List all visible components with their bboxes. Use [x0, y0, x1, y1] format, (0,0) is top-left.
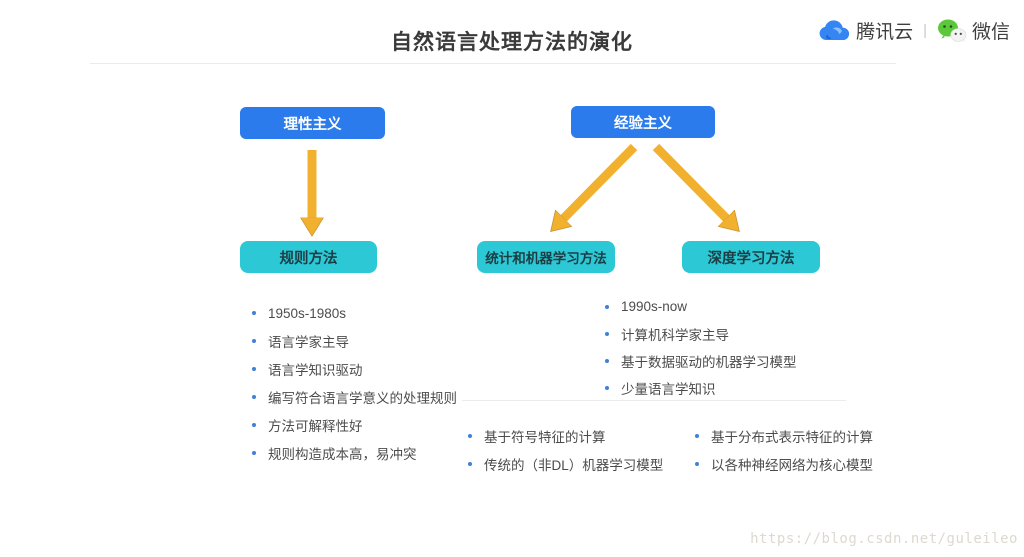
list-item-text: 基于符号特征的计算	[484, 430, 606, 445]
list-item-text: 基于数据驱动的机器学习模型	[621, 354, 797, 370]
bullet-icon	[605, 331, 609, 336]
bullet-icon	[605, 358, 609, 363]
list-item: 基于符号特征的计算	[468, 422, 663, 450]
list-item: 以各种神经网络为核心模型	[695, 450, 873, 478]
brand-area: 腾讯云 | 微信	[817, 17, 1010, 44]
list-item-text: 基于分布式表示特征的计算	[711, 430, 873, 445]
list-item-text: 方法可解释性好	[268, 419, 363, 434]
list-item: 传统的（非DL）机器学习模型	[468, 450, 663, 478]
arrow-empiricism-to-deep	[652, 143, 728, 220]
list-item-text: 编写符合语言学意义的处理规则	[268, 391, 457, 406]
bullet-icon	[468, 462, 472, 466]
watermark-url: https://blog.csdn.net/guleileo	[750, 531, 1018, 547]
list-item: 计算机科学家主导	[605, 320, 797, 347]
bullet-icon	[605, 385, 609, 390]
bullet-icon	[605, 304, 609, 309]
tencent-cloud-icon	[817, 18, 851, 43]
list-item: 1990s-now	[605, 293, 797, 320]
list-item-text: 少量语言学知识	[621, 381, 716, 397]
bullet-icon	[695, 462, 699, 466]
header-divider	[90, 63, 896, 64]
list-item: 方法可解释性好	[252, 411, 457, 439]
list-item: 语言学家主导	[252, 327, 457, 355]
statistical-methods-list: 基于符号特征的计算 传统的（非DL）机器学习模型	[468, 422, 663, 478]
node-rule-methods: 规则方法	[240, 241, 377, 273]
node-deep-learning-methods: 深度学习方法	[682, 241, 820, 273]
list-item: 少量语言学知识	[605, 374, 797, 401]
list-item: 1950s-1980s	[252, 299, 457, 327]
empiricism-list: 1990s-now 计算机科学家主导 基于数据驱动的机器学习模型 少量语言学知识	[605, 293, 797, 401]
page-title: 自然语言处理方法的演化	[391, 31, 633, 54]
list-item-text: 传统的（非DL）机器学习模型	[484, 458, 664, 473]
rule-methods-list: 1950s-1980s 语言学家主导 语言学知识驱动 编写符合语言学意义的处理规…	[252, 299, 457, 467]
node-empiricism: 经验主义	[571, 106, 715, 138]
list-item: 编写符合语言学意义的处理规则	[252, 383, 457, 411]
list-item: 基于数据驱动的机器学习模型	[605, 347, 797, 374]
bullet-icon	[695, 434, 699, 438]
bullet-icon	[468, 434, 472, 438]
bullet-icon	[252, 423, 256, 427]
arrow-empiricism-to-statistical	[562, 143, 638, 220]
list-item-text: 1990s-now	[621, 299, 688, 314]
list-item-text: 语言学知识驱动	[268, 363, 363, 378]
bullet-icon	[252, 311, 256, 315]
list-item: 基于分布式表示特征的计算	[695, 422, 873, 450]
list-item-text: 以各种神经网络为核心模型	[711, 458, 873, 473]
node-rationalism: 理性主义	[240, 107, 385, 139]
list-item-text: 语言学家主导	[268, 335, 349, 350]
deep-learning-list: 基于分布式表示特征的计算 以各种神经网络为核心模型	[695, 422, 873, 478]
list-item-text: 1950s-1980s	[268, 305, 347, 321]
bullet-icon	[252, 395, 256, 399]
list-item-text: 规则构造成本高，易冲突	[268, 447, 417, 462]
brand-separator: |	[923, 22, 927, 39]
list-item: 语言学知识驱动	[252, 355, 457, 383]
bullet-icon	[252, 367, 256, 371]
list-item-text: 计算机科学家主导	[621, 327, 729, 343]
wechat-icon	[937, 18, 967, 44]
bullet-icon	[252, 339, 256, 343]
list-item: 规则构造成本高，易冲突	[252, 439, 457, 467]
tencent-cloud-label: 腾讯云	[856, 22, 914, 43]
node-statistical-ml-methods: 统计和机器学习方法	[477, 241, 615, 273]
lists-divider	[462, 400, 846, 401]
bullet-icon	[252, 451, 256, 455]
wechat-label: 微信	[971, 22, 1010, 43]
